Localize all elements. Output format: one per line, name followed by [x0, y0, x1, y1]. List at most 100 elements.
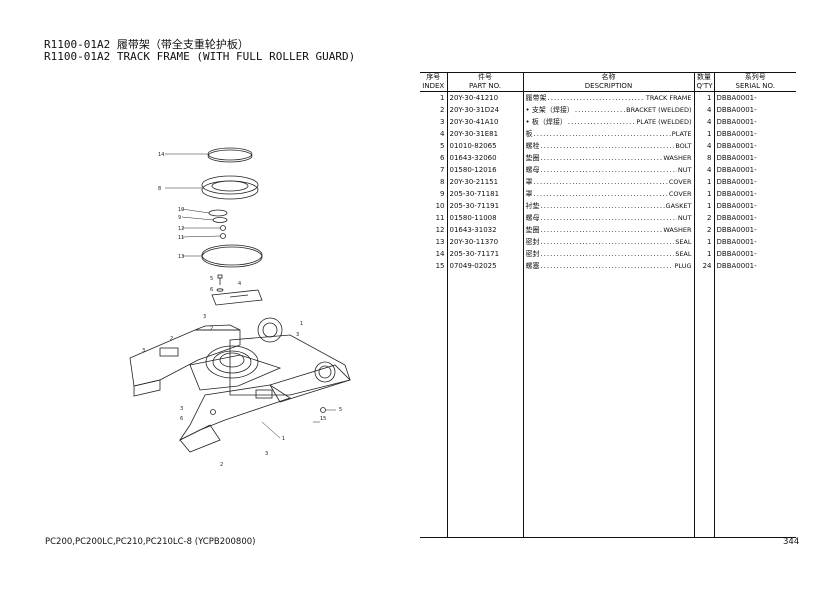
- row-serial: DBBA0001-: [713, 128, 796, 140]
- row-description: 密封SEAL: [522, 248, 694, 260]
- row-part-number: 01580-11008: [446, 212, 523, 224]
- row-quantity: 1: [693, 248, 714, 260]
- row-index: 13: [435, 238, 445, 246]
- page-title-chinese: R1100-01A2 履带架（带全支重轮护板）: [44, 38, 249, 51]
- row-description-cn: 垫圈: [525, 226, 540, 234]
- row-serial: DBBA0001-: [713, 200, 796, 212]
- seal-ring-part: [165, 147, 253, 163]
- callout-label: 1: [282, 436, 285, 442]
- row-part-number: 01643-32060: [446, 152, 523, 164]
- row-description: • 支架（焊接）BRACKET (WELDED): [522, 104, 694, 116]
- leader-dots: [568, 116, 636, 128]
- row-part-number: 20Y-30-21151: [446, 176, 523, 188]
- parts-table-header: 序号 件号 名称 数量 系列号 INDEX PART NO. DESCRIPTI…: [420, 72, 796, 92]
- row-description-cn: 衬垫: [525, 202, 540, 210]
- row-serial: DBBA0001-: [713, 224, 796, 236]
- leader-dots: [541, 260, 674, 272]
- row-description-en: NUT: [677, 166, 692, 174]
- row-description: • 板（焊接） PLATE (WELDED): [522, 116, 694, 128]
- row-description: 螺母 NUT: [522, 164, 694, 176]
- row-serial: DBBA0001-: [713, 104, 796, 116]
- row-index: 2: [440, 106, 445, 114]
- leader-dots: [541, 200, 665, 212]
- row-part-number: 205-30-71181: [446, 188, 523, 200]
- header-qty-cn: 数量: [693, 72, 714, 82]
- row-index: 7: [440, 166, 445, 174]
- row-quantity: 4: [693, 116, 714, 128]
- row-description-en: WASHER: [663, 226, 692, 234]
- row-serial: DBBA0001-: [713, 116, 796, 128]
- row-serial: DBBA0001-: [713, 212, 796, 224]
- row-part-number: 20Y-30-31D24: [446, 104, 523, 116]
- row-part-number: 20Y-30-41210: [446, 91, 523, 104]
- row-description: 衬垫GASKET: [522, 200, 694, 212]
- callout-label: 3: [296, 332, 299, 338]
- header-qty-en: Q'TY: [693, 82, 714, 92]
- row-description-en: SEAL: [675, 238, 692, 246]
- filler-cell: [522, 272, 694, 538]
- row-description: 罩COVER: [522, 188, 694, 200]
- row-description-cn: • 板（焊接）: [525, 118, 567, 126]
- header-serial-cn: 系列号: [713, 72, 796, 82]
- row-description-en: BOLT: [675, 142, 692, 150]
- leader-dots: [534, 176, 668, 188]
- row-description: 螺栓BOLT: [522, 140, 694, 152]
- row-quantity: 2: [693, 212, 714, 224]
- row-quantity: 1: [693, 200, 714, 212]
- row-index: 9: [440, 190, 445, 198]
- page-number: 344: [783, 537, 800, 547]
- filler-cell: [446, 272, 523, 538]
- track-frame-part: [129, 317, 351, 453]
- filler-cell: [713, 272, 796, 538]
- row-description-en: PLUG: [674, 262, 692, 270]
- row-index: 14: [435, 250, 445, 258]
- callout-label: 14: [158, 152, 164, 158]
- row-description-cn: 螺母: [525, 214, 540, 222]
- footer-model-list: PC200,PC200LC,PC210,PC210LC-8 (YCPB20080…: [45, 537, 256, 547]
- row-part-number: 20Y-30-11370: [446, 236, 523, 248]
- row-description-cn: 螺塞: [525, 262, 540, 270]
- row-index: 4: [440, 130, 445, 138]
- row-part-number: 205-30-71191: [446, 200, 523, 212]
- leader-dots: [541, 236, 675, 248]
- callout-label: 10: [178, 207, 184, 213]
- row-description-cn: 垫圈: [525, 154, 540, 162]
- filler-cell: [693, 272, 714, 538]
- row-quantity: 2: [693, 224, 714, 236]
- row-part-number: 20Y-30-31E81: [446, 128, 523, 140]
- row-description-en: PLATE (WELDED): [636, 118, 692, 126]
- row-description-en: NUT: [677, 214, 692, 222]
- row-part-number: 01010-82065: [446, 140, 523, 152]
- large-seal-part: [182, 244, 263, 268]
- leader-dots: [541, 164, 677, 176]
- row-serial: DBBA0001-: [713, 236, 796, 248]
- header-desc-en: DESCRIPTION: [522, 82, 694, 92]
- row-description-en: BRACKET (WELDED): [626, 106, 692, 114]
- row-part-number: 01580-12016: [446, 164, 523, 176]
- row-quantity: 1: [693, 236, 714, 248]
- row-description-en: COVER: [668, 190, 692, 198]
- callout-label: 5: [210, 276, 213, 282]
- callout-label: 6: [180, 416, 183, 422]
- row-description: 履带架TRACK FRAME: [522, 91, 694, 104]
- cover-part: [165, 175, 259, 200]
- row-description: 罩COVER: [522, 176, 694, 188]
- row-description-cn: 螺母: [525, 166, 540, 174]
- row-quantity: 4: [693, 164, 714, 176]
- row-description-cn: 板: [525, 130, 533, 138]
- callout-label: 8: [158, 186, 161, 192]
- row-serial: DBBA0001-: [713, 140, 796, 152]
- row-serial: DBBA0001-: [713, 176, 796, 188]
- header-index-en: INDEX: [420, 82, 447, 92]
- leader-dots: [541, 140, 675, 152]
- row-part-number: 20Y-30-41A10: [446, 116, 523, 128]
- callout-label: 3: [265, 451, 268, 457]
- row-description: 垫圈WASHER: [522, 152, 694, 164]
- row-description: 螺母 NUT: [522, 212, 694, 224]
